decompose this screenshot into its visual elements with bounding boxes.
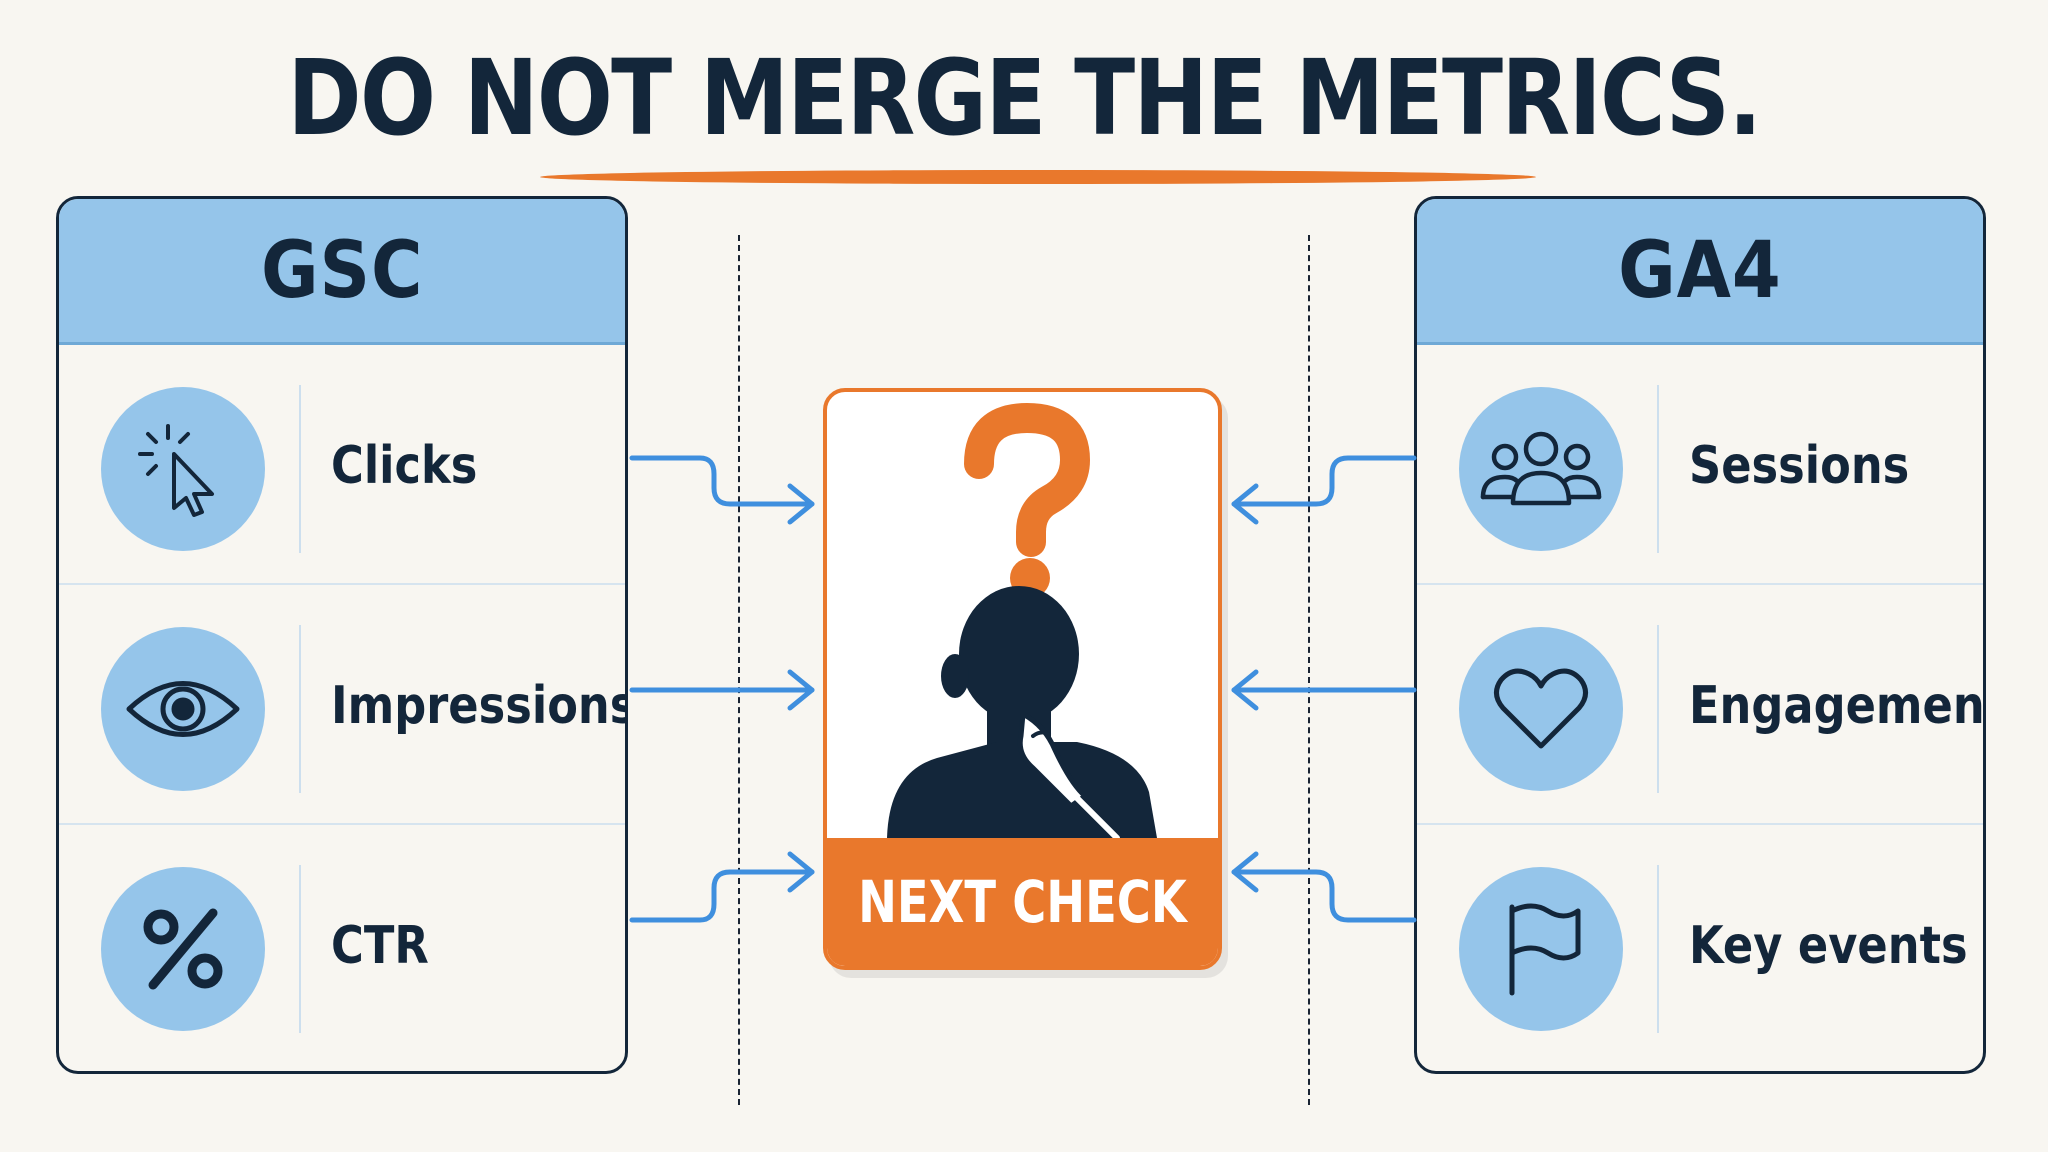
connector-arrow-key-events	[1231, 869, 1417, 923]
metric-label-engagement: Engagement	[1689, 676, 1986, 736]
arrowhead	[1231, 669, 1259, 711]
title-underline	[540, 170, 1536, 184]
metric-label-sessions: Sessions	[1689, 436, 1910, 496]
connector-arrow-ctr	[629, 869, 815, 923]
dashed-divider-right	[1308, 235, 1310, 1105]
ga4-panel: GA4 Sessions Engagement	[1414, 196, 1986, 1074]
next-check-card: NEXT CHECK	[823, 388, 1222, 970]
metric-row-impressions: Impressions	[59, 585, 625, 825]
page-title: DO NOT MERGE THE METRICS.	[287, 37, 1762, 159]
metric-row-engagement: Engagement	[1417, 585, 1983, 825]
metric-row-key-events: Key events	[1417, 825, 1983, 1065]
users-group-icon	[1459, 387, 1623, 551]
metric-separator	[299, 865, 301, 1033]
metric-label-ctr: CTR	[331, 916, 429, 976]
percent-icon	[101, 867, 265, 1031]
metric-row-clicks: Clicks	[59, 345, 625, 585]
metric-label-clicks: Clicks	[331, 436, 478, 496]
heart-icon	[1459, 627, 1623, 791]
metric-label-impressions: Impressions	[331, 676, 628, 736]
ga4-panel-header: GA4	[1417, 199, 1983, 345]
metric-separator	[1657, 385, 1659, 553]
dashed-divider-left	[738, 235, 740, 1105]
metric-row-ctr: CTR	[59, 825, 625, 1065]
metric-separator	[299, 625, 301, 793]
arrowhead	[1231, 483, 1259, 525]
arrowhead	[787, 669, 815, 711]
connector-arrow-sessions	[1231, 455, 1417, 507]
gsc-panel: GSC Clicks Impressions	[56, 196, 628, 1074]
metric-separator	[1657, 625, 1659, 793]
eye-icon	[101, 627, 265, 791]
arrowhead	[1231, 851, 1259, 893]
connector-arrow-clicks	[629, 455, 815, 507]
metric-separator	[299, 385, 301, 553]
metric-row-sessions: Sessions	[1417, 345, 1983, 585]
thinking-person-question-icon	[887, 403, 1157, 838]
flag-icon	[1459, 867, 1623, 1031]
gsc-panel-header: GSC	[59, 199, 625, 345]
metric-label-key-events: Key events	[1689, 916, 1968, 976]
metric-separator	[1657, 865, 1659, 1033]
gsc-panel-title: GSC	[260, 225, 424, 316]
next-check-footer: NEXT CHECK	[827, 838, 1218, 966]
arrowhead	[787, 483, 815, 525]
next-check-label: NEXT CHECK	[858, 868, 1187, 936]
ga4-panel-title: GA4	[1618, 225, 1782, 316]
arrowhead	[787, 851, 815, 893]
cursor-click-icon	[101, 387, 265, 551]
